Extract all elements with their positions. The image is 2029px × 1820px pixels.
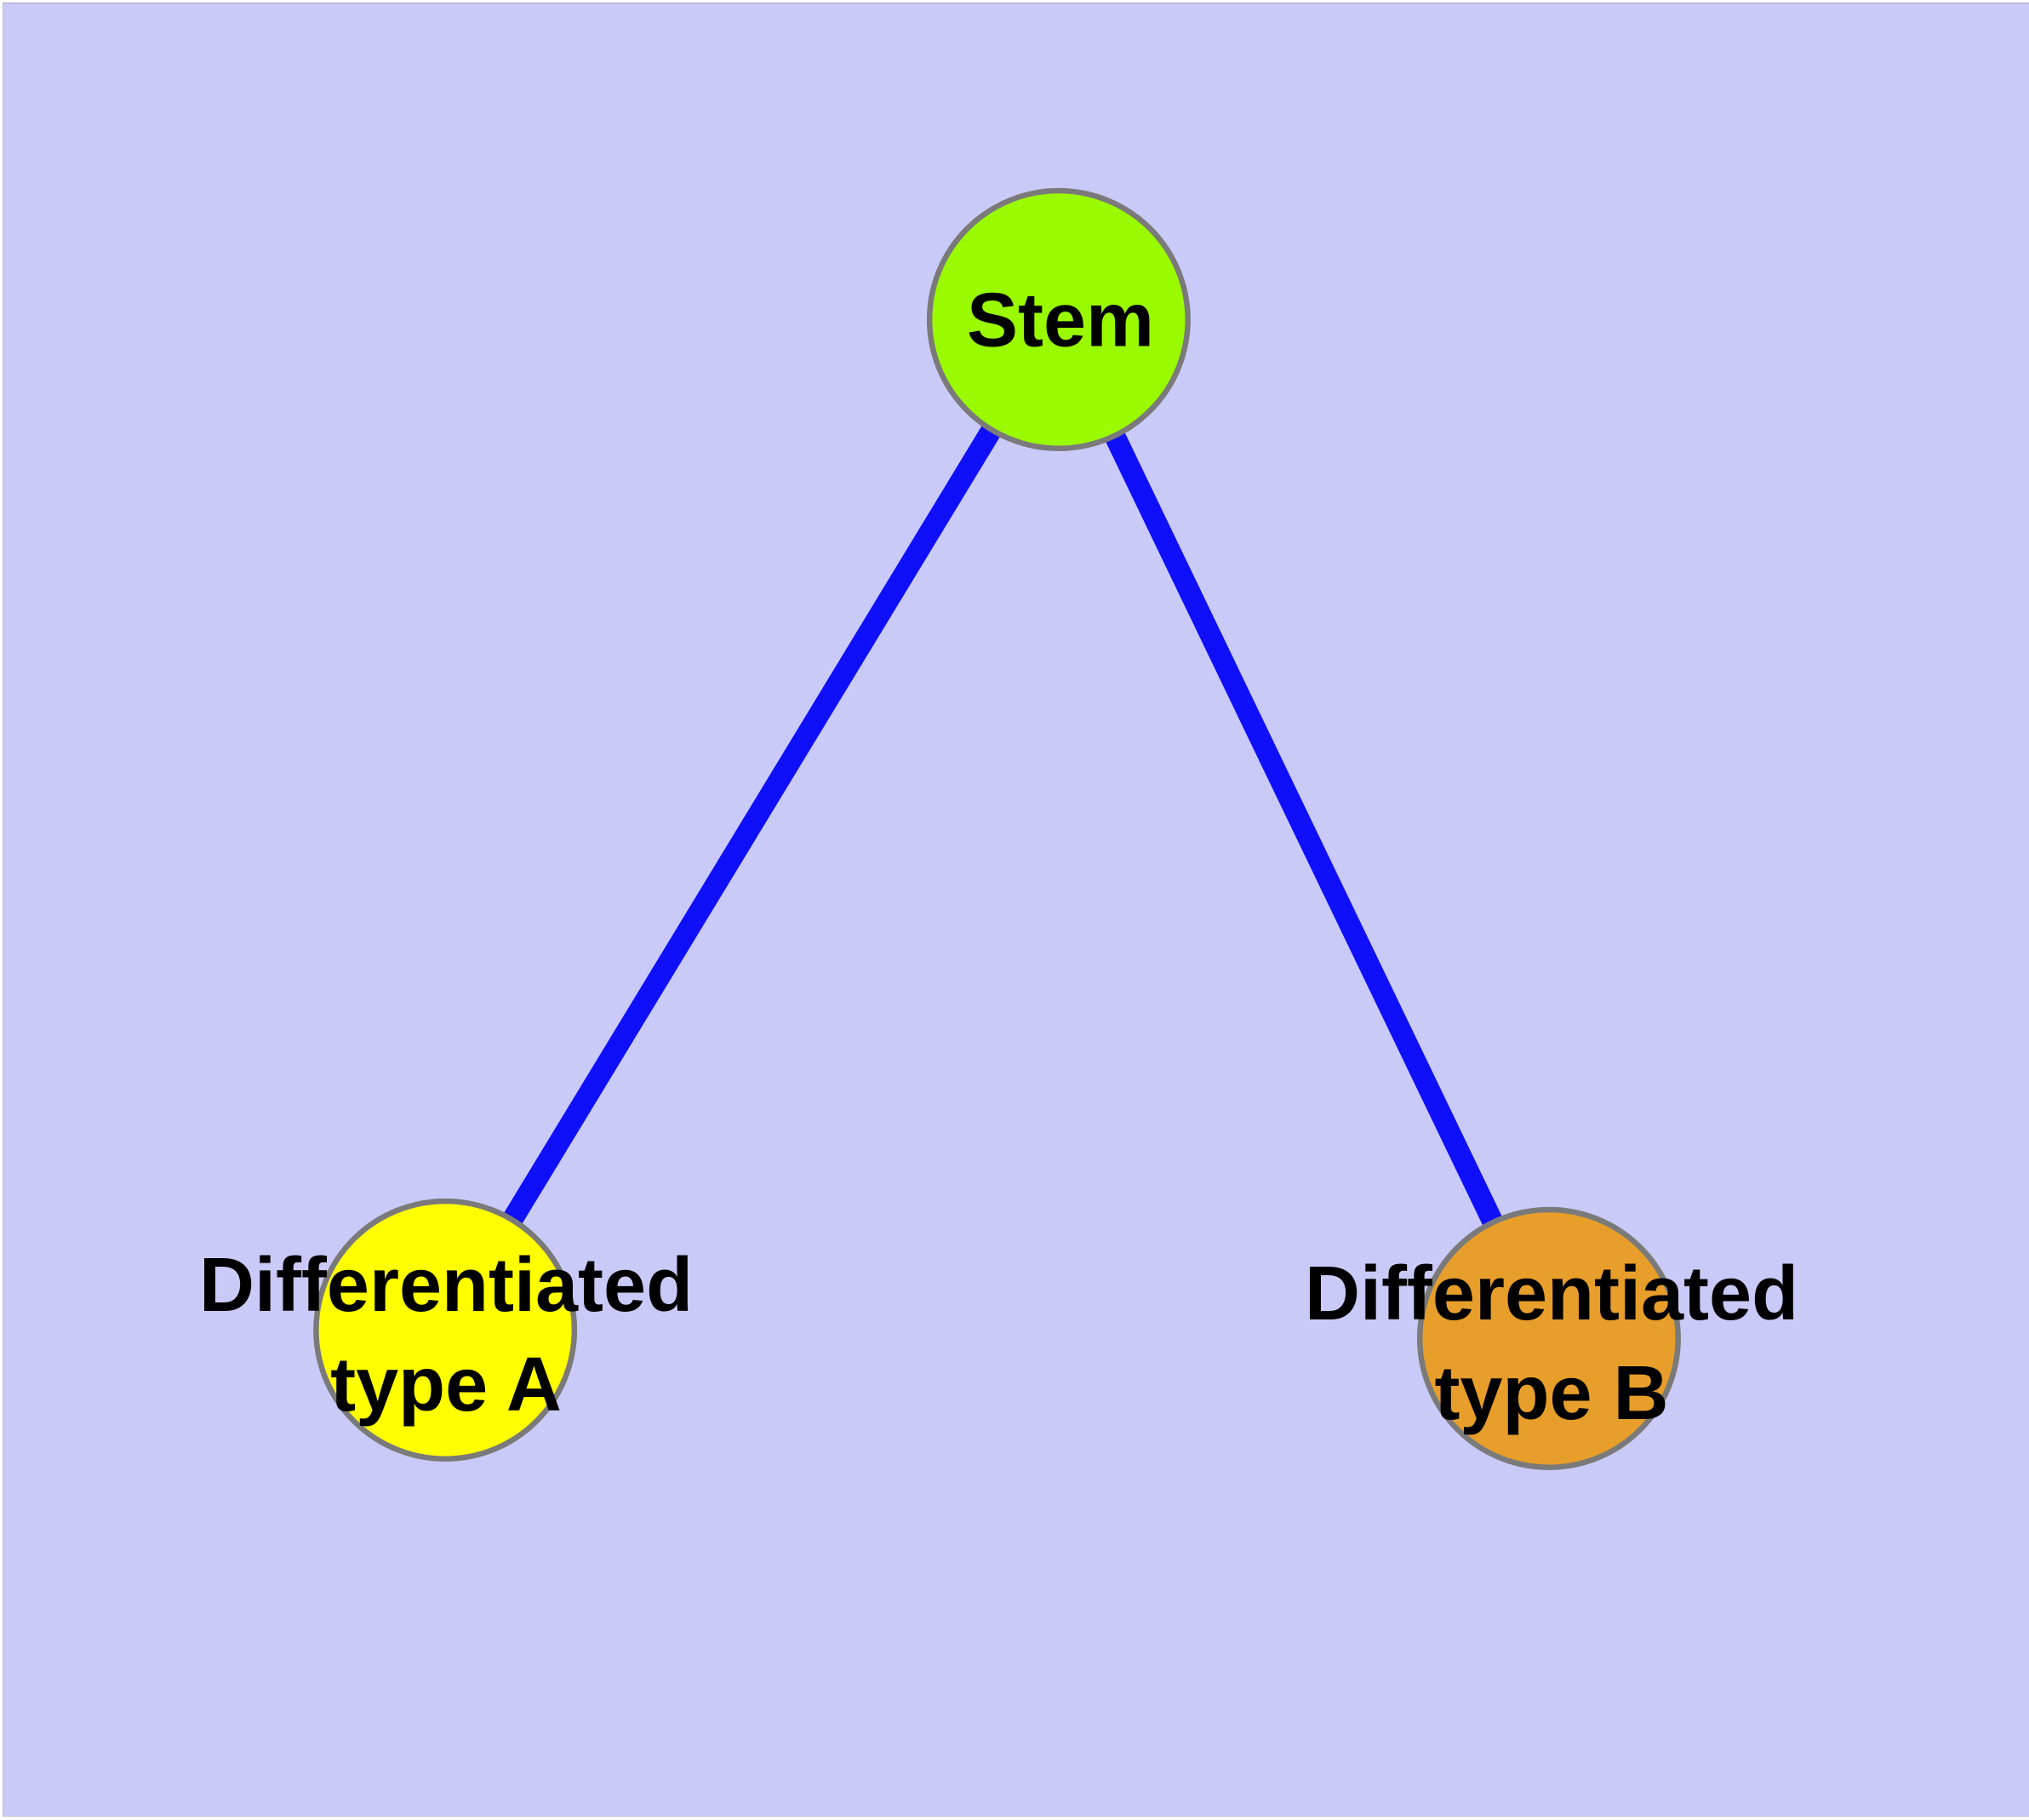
node-type-a-circle — [313, 1198, 578, 1462]
type-a-label-line-2: type A — [330, 1342, 562, 1428]
stem-label-line: Stem — [966, 278, 1155, 363]
type-b-label-line-1: Differentiated — [1304, 1251, 1799, 1336]
edge-stem-to-type-b — [1049, 315, 1559, 1343]
graph-canvas — [313, 187, 1681, 1470]
node-stem-circle — [926, 187, 1191, 452]
plot-background: Stem Differentiated type A Differentiate… — [3, 3, 2029, 1817]
differentiated-type-a-label: Differentiated type A — [199, 1236, 693, 1435]
type-a-label-line-1: Differentiated — [198, 1243, 694, 1328]
node-type-b-circle — [1416, 1206, 1681, 1470]
type-b-label-line-2: type B — [1434, 1351, 1669, 1436]
edge-stem-to-type-a — [436, 313, 1068, 1336]
stem-node-label: Stem — [967, 272, 1154, 371]
differentiated-type-b-label: Differentiated type B — [1305, 1245, 1798, 1444]
